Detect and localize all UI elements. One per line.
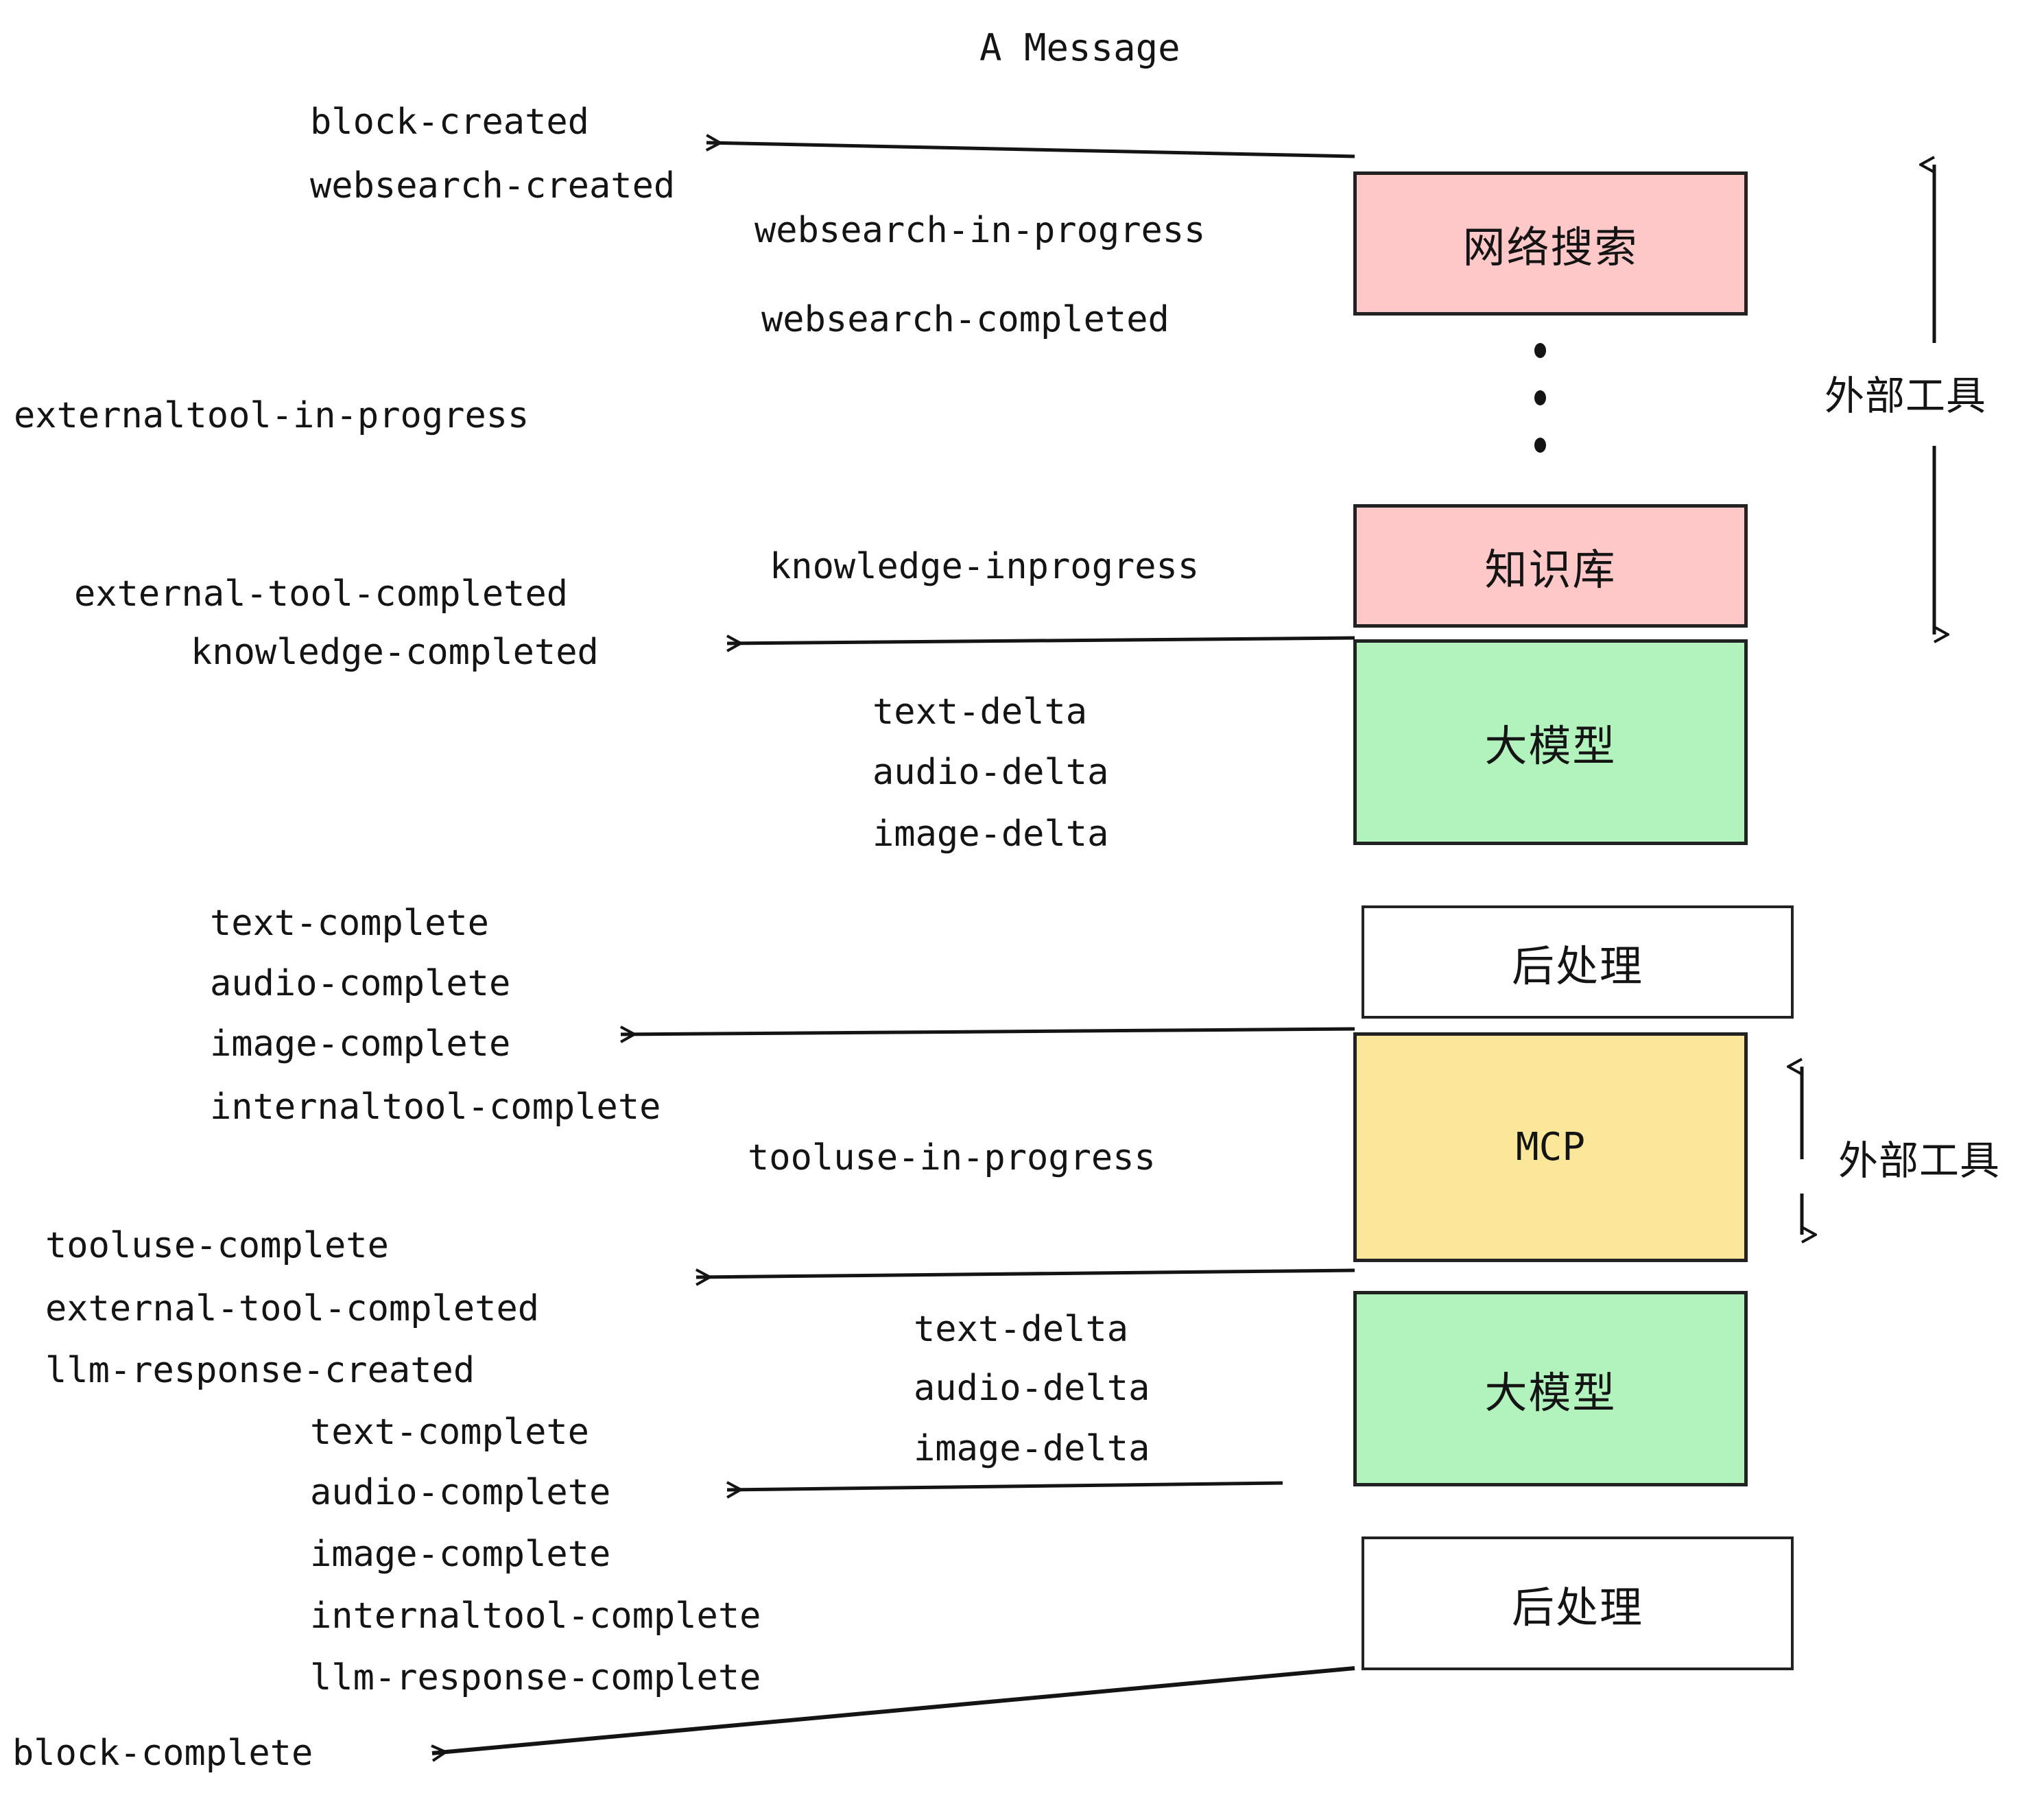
diagram-title: A Message	[979, 26, 1180, 69]
box-postprocess-bottom[interactable]: 后处理	[1362, 1536, 1794, 1670]
event-image-complete-1: image-complete	[210, 1023, 511, 1065]
event-websearch-in-progress: websearch-in-progress	[754, 210, 1206, 251]
event-audio-delta-1: audio-delta	[872, 752, 1109, 793]
box-websearch[interactable]: 网络搜索	[1353, 171, 1748, 316]
event-external-tool-completed-2: external-tool-completed	[45, 1288, 540, 1329]
event-websearch-created: websearch-created	[310, 165, 676, 206]
arrow-websearch-to-blockcreated	[706, 143, 1355, 158]
event-knowledge-completed: knowledge-completed	[191, 632, 599, 673]
arrow-mcp-to-toolusecomplete	[696, 1270, 1355, 1277]
box-postprocess-bottom-label: 后处理	[1511, 1582, 1643, 1633]
event-internaltool-complete-2: internaltool-complete	[310, 1595, 761, 1637]
box-mcp[interactable]: MCP	[1353, 1032, 1748, 1262]
box-llm-top-label: 大模型	[1484, 721, 1617, 771]
event-image-complete-2: image-complete	[310, 1534, 611, 1575]
box-knowledge-label: 知识库	[1484, 545, 1617, 595]
event-text-delta-2: text-delta	[914, 1309, 1129, 1350]
arrow-postprocess-to-imagecomplete	[621, 1029, 1355, 1034]
event-block-created: block-created	[310, 102, 589, 143]
box-llm-bottom[interactable]: 大模型	[1353, 1291, 1748, 1486]
box-postprocess-top-label: 后处理	[1511, 940, 1643, 991]
event-audio-delta-2: audio-delta	[914, 1368, 1150, 1409]
event-tooluse-complete: tooluse-complete	[45, 1225, 389, 1266]
box-llm-bottom-label: 大模型	[1484, 1367, 1617, 1418]
arrow-llm-to-audiocomplete	[727, 1483, 1283, 1490]
event-llm-response-created: llm-response-created	[45, 1350, 475, 1391]
event-websearch-completed: websearch-completed	[761, 299, 1169, 340]
external-tool-label-bottom: 外部工具	[1838, 1137, 2001, 1184]
event-externaltool-in-progress: externaltool-in-progress	[14, 395, 530, 436]
event-image-delta-2: image-delta	[914, 1428, 1150, 1469]
event-tooluse-in-progress: tooluse-in-progress	[748, 1137, 1156, 1178]
event-text-complete-1: text-complete	[210, 903, 489, 944]
event-audio-complete-1: audio-complete	[210, 963, 511, 1004]
external-tool-label-top: 外部工具	[1825, 372, 1987, 419]
event-external-tool-completed-1: external-tool-completed	[74, 573, 569, 615]
event-block-complete: block-complete	[12, 1733, 313, 1774]
event-internaltool-complete-1: internaltool-complete	[210, 1087, 661, 1128]
arrow-knowledge-to-completed	[727, 638, 1355, 643]
vertical-ellipsis-icon	[1533, 343, 1547, 453]
event-text-complete-2: text-complete	[310, 1412, 589, 1453]
box-postprocess-top[interactable]: 后处理	[1362, 905, 1794, 1019]
box-mcp-label: MCP	[1515, 1125, 1586, 1170]
event-knowledge-inprogress: knowledge-inprogress	[770, 546, 1200, 587]
box-knowledge[interactable]: 知识库	[1353, 504, 1748, 628]
box-websearch-label: 网络搜索	[1462, 222, 1639, 272]
event-audio-complete-2: audio-complete	[310, 1472, 611, 1513]
event-llm-response-complete: llm-response-complete	[310, 1657, 761, 1698]
event-text-delta-1: text-delta	[872, 691, 1088, 733]
box-llm-top[interactable]: 大模型	[1353, 639, 1748, 845]
event-image-delta-1: image-delta	[872, 814, 1109, 855]
